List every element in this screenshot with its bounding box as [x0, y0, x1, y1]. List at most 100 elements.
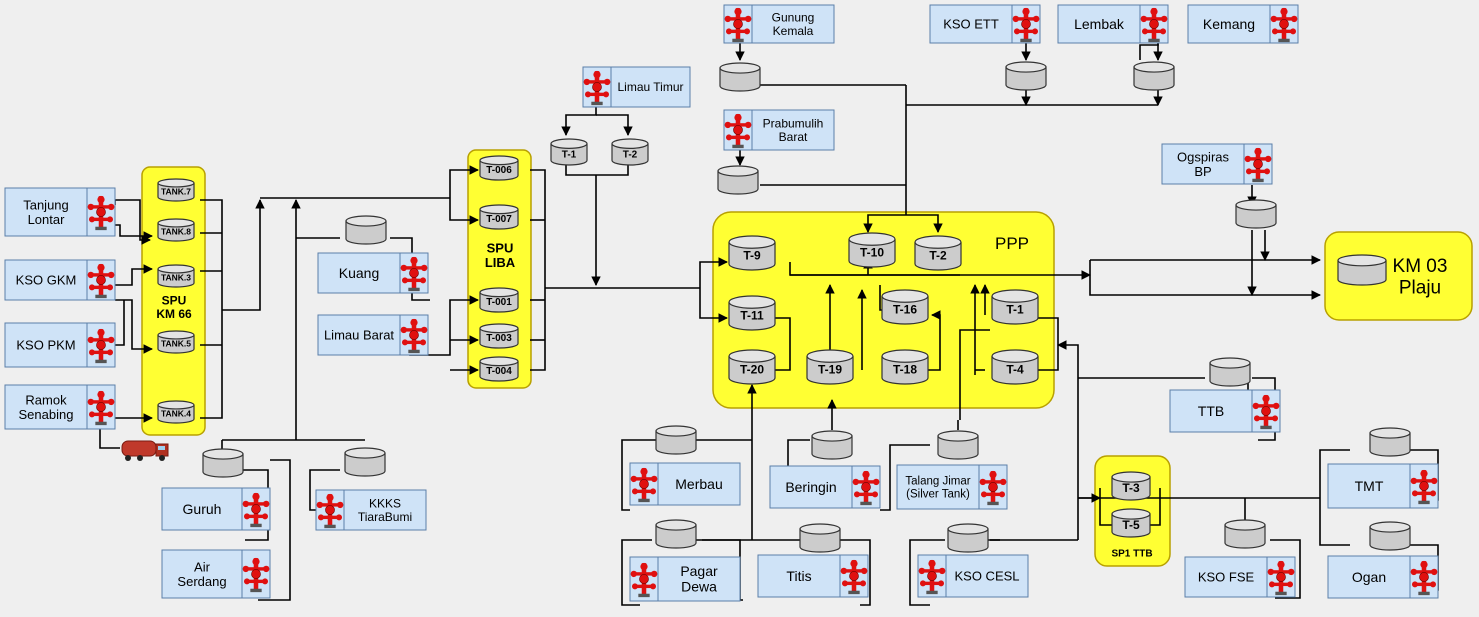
tank-talang-jimar[interactable] [937, 430, 979, 460]
tank-top [914, 235, 962, 249]
tank-titis[interactable] [799, 523, 841, 553]
tank-t3[interactable]: T-3 [1111, 471, 1151, 501]
wellhead-icon [840, 559, 868, 595]
tank-t001[interactable]: T-001 [479, 287, 519, 313]
tank-lembak[interactable] [1133, 61, 1175, 91]
source-kso-ett[interactable]: KSO ETT [929, 4, 1041, 44]
source-lembak[interactable]: Lembak [1057, 4, 1169, 44]
storage-tank-icon [799, 529, 841, 553]
tank-pagar-dewa[interactable] [655, 519, 697, 549]
tank-label: T-18 [893, 363, 917, 377]
source-label: Limau Timur [617, 80, 683, 94]
tank-km03[interactable] [1337, 254, 1387, 286]
source-talang-jimar[interactable]: Talang Jimar(Silver Tank) [896, 464, 1008, 510]
tank-kso-cesl[interactable] [947, 523, 989, 553]
tank-7[interactable]: TANK.7 [157, 178, 195, 202]
tank-t20[interactable]: T-20 [728, 349, 776, 385]
source-kso-gkm[interactable]: KSO GKM [4, 259, 116, 301]
tank-gunung-kemala[interactable] [719, 62, 761, 92]
storage-tank-icon [479, 361, 519, 382]
tank-t007[interactable]: T-007 [479, 204, 519, 230]
source-tmt[interactable]: TMT [1327, 463, 1439, 509]
tank-t16[interactable]: T-16 [881, 289, 929, 325]
tank-t11[interactable]: T-11 [728, 295, 776, 331]
source-merbau[interactable]: Merbau [629, 462, 741, 506]
tank-tmt[interactable] [1369, 427, 1411, 457]
tank-t18[interactable]: T-18 [881, 349, 929, 385]
tank-kso-ett[interactable] [1005, 61, 1047, 91]
tank-t10[interactable]: T-10 [848, 232, 896, 268]
source-guruh[interactable]: Guruh [161, 487, 271, 531]
source-ttb[interactable]: TTB [1169, 389, 1281, 433]
pipeline [222, 199, 265, 311]
source-limau-barat[interactable]: Limau Barat [317, 314, 429, 356]
source-kso-fse[interactable]: KSO FSE [1184, 556, 1296, 598]
source-titis[interactable]: Titis [757, 554, 869, 598]
tank-t4[interactable]: T-4 [991, 349, 1039, 385]
tank-top [157, 218, 195, 228]
tank-4[interactable]: TANK.4 [157, 400, 195, 424]
tank-t004[interactable]: T-004 [479, 356, 519, 382]
tank-t006[interactable]: T-006 [479, 155, 519, 181]
storage-tank-icon [1369, 527, 1411, 551]
tank-ttb[interactable] [1209, 357, 1251, 387]
tank-t19[interactable]: T-19 [806, 349, 854, 385]
tank-5[interactable]: TANK.5 [157, 330, 195, 354]
tank-kkks[interactable] [344, 447, 386, 477]
tank-label: TANK.5 [161, 339, 191, 349]
tank-3[interactable]: TANK.3 [157, 264, 195, 288]
tank-t2[interactable]: T-2 [914, 235, 962, 271]
source-limau-timur[interactable]: Limau Timur [582, 66, 691, 108]
tank-limau-t2[interactable]: T-2 [611, 138, 649, 166]
storage-tank-icon [1224, 525, 1266, 549]
tank-top [1005, 61, 1047, 73]
tank-label: T-4 [1006, 363, 1024, 377]
storage-tank-icon [345, 221, 387, 245]
tank-t5[interactable]: T-5 [1111, 508, 1151, 538]
tank-prabumulih[interactable] [717, 165, 759, 195]
tank-top [728, 295, 776, 309]
wellhead-icon [87, 263, 115, 299]
source-kemang[interactable]: Kemang [1187, 4, 1299, 44]
tank-kuang[interactable] [345, 215, 387, 245]
source-kso-cesl[interactable]: KSO CESL [917, 554, 1029, 598]
source-beringin[interactable]: Beringin [769, 465, 881, 509]
tank-ogspiras[interactable] [1235, 199, 1277, 229]
tank-ogan[interactable] [1369, 521, 1411, 551]
storage-tank-icon [719, 68, 761, 92]
tank-merbau[interactable] [655, 425, 697, 455]
tank-t9[interactable]: T-9 [728, 235, 776, 271]
tank-t003[interactable]: T-003 [479, 323, 519, 349]
tank-8[interactable]: TANK.8 [157, 218, 195, 242]
source-ogan[interactable]: Ogan [1327, 555, 1439, 599]
pipeline [1099, 488, 1112, 526]
tank-guruh[interactable] [202, 448, 244, 478]
source-label: KSO CESL [954, 569, 1019, 584]
tank-kso-fse[interactable] [1224, 519, 1266, 549]
tank-beringin[interactable] [811, 430, 853, 460]
storage-tank-icon [717, 171, 759, 195]
storage-tank-icon [479, 328, 519, 349]
tank-label: T-004 [486, 366, 512, 377]
source-kuang[interactable]: Kuang [317, 252, 429, 294]
storage-tank-icon [157, 404, 195, 424]
storage-tank-icon [157, 222, 195, 242]
source-label: KSO PKM [16, 338, 75, 353]
wellhead-icon [979, 470, 1007, 506]
tank-limau-t1[interactable]: T-1 [550, 138, 588, 166]
tank-t1[interactable]: T-1 [991, 289, 1039, 325]
source-kso-pkm[interactable]: KSO PKM [4, 322, 116, 368]
storage-tank-icon [479, 160, 519, 181]
